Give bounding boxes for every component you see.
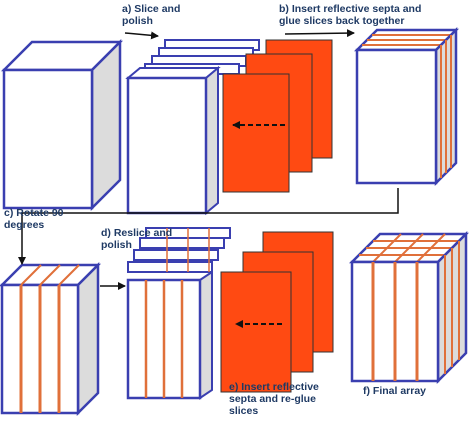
- step-d-label: d) Reslice and polish: [101, 227, 173, 251]
- step-f-label: f) Final array: [363, 385, 427, 397]
- step-e-label: e) Insert reflective septa and re-glue s…: [229, 381, 319, 417]
- step-c-label: c) Rotate 90 degrees: [4, 207, 64, 231]
- step-a-label: a) Slice and polish: [122, 3, 181, 27]
- final-array: [348, 230, 469, 385]
- slice-red-1: [222, 73, 290, 193]
- resliced-block: [126, 227, 334, 400]
- arrow-b: [284, 29, 355, 38]
- arrow-c: [18, 188, 399, 265]
- rotated-block: [0, 261, 102, 417]
- reslice-red-1: [220, 271, 292, 393]
- process-arrows: [18, 29, 399, 290]
- reglued-block: [353, 26, 460, 187]
- step-b-label: b) Insert reflective septa and glue slic…: [279, 3, 422, 27]
- sliced-block: [125, 39, 333, 216]
- arrow-a: [124, 31, 159, 40]
- initial-block: [0, 38, 124, 212]
